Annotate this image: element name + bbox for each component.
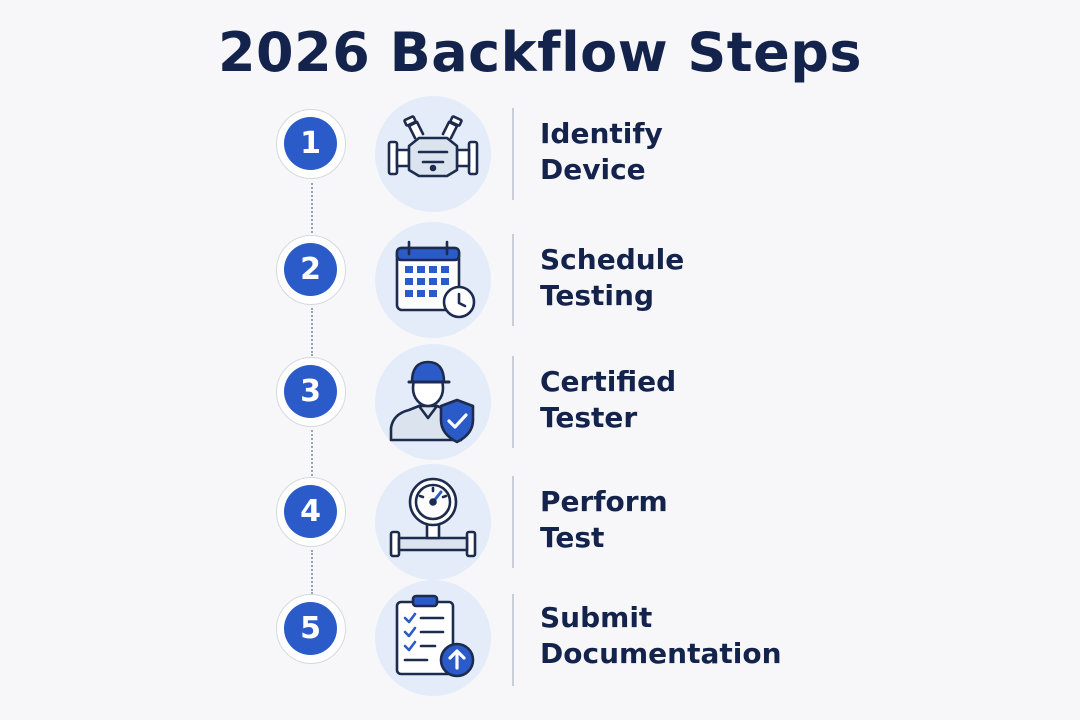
step-connector: [311, 550, 313, 594]
step-label-line1: Schedule: [540, 243, 685, 276]
clipboard-upload-icon: [395, 594, 475, 678]
step-divider: [512, 108, 514, 200]
step-divider: [512, 234, 514, 326]
step-label-line2: Testing: [540, 279, 654, 312]
step-number-badge: 5: [276, 594, 346, 664]
step-number: 4: [284, 485, 337, 538]
step-label-line1: Submit: [540, 601, 653, 634]
step-number-badge: 4: [276, 477, 346, 547]
step-label-line2: Device: [540, 153, 646, 186]
technician-shield-icon: [389, 360, 475, 444]
step-label: Certified Tester: [540, 364, 940, 436]
step-label-line2: Documentation: [540, 637, 782, 670]
step-label-line2: Tester: [540, 401, 638, 434]
pressure-gauge-icon: [389, 477, 477, 558]
step-number: 5: [284, 602, 337, 655]
step-label-line1: Identify: [540, 117, 663, 150]
step-label: Submit Documentation: [540, 600, 940, 672]
backflow-valve-icon: [387, 115, 479, 178]
step-divider: [512, 476, 514, 568]
calendar-clock-icon: [395, 240, 476, 319]
step-5: 5 Submit Documentation: [0, 578, 1080, 698]
step-connector: [311, 308, 313, 356]
step-label-line2: Test: [540, 521, 605, 554]
icon-circle: [375, 464, 491, 580]
step-3: 3 Certified Tester: [0, 340, 1080, 460]
step-1: 1 Identify Dev: [0, 94, 1080, 214]
step-4: 4 Perform Test: [0, 460, 1080, 580]
step-label: Perform Test: [540, 484, 940, 556]
step-connector: [311, 183, 313, 233]
icon-circle: [375, 580, 491, 696]
step-divider: [512, 594, 514, 686]
step-number-badge: 2: [276, 235, 346, 305]
step-number-badge: 3: [276, 357, 346, 427]
step-number-badge: 1: [276, 109, 346, 179]
step-number: 1: [284, 117, 337, 170]
step-number: 3: [284, 365, 337, 418]
step-2: 2 Schedule Testing: [0, 220, 1080, 340]
page-title: 2026 Backflow Steps: [217, 21, 863, 84]
icon-circle: [375, 96, 491, 212]
step-connector: [311, 430, 313, 476]
step-number: 2: [284, 243, 337, 296]
icon-circle: [375, 222, 491, 338]
step-divider: [512, 356, 514, 448]
step-label: Identify Device: [540, 116, 940, 188]
step-label-line1: Certified: [540, 365, 677, 398]
step-label: Schedule Testing: [540, 242, 940, 314]
step-label-line1: Perform: [540, 485, 668, 518]
icon-circle: [375, 344, 491, 460]
